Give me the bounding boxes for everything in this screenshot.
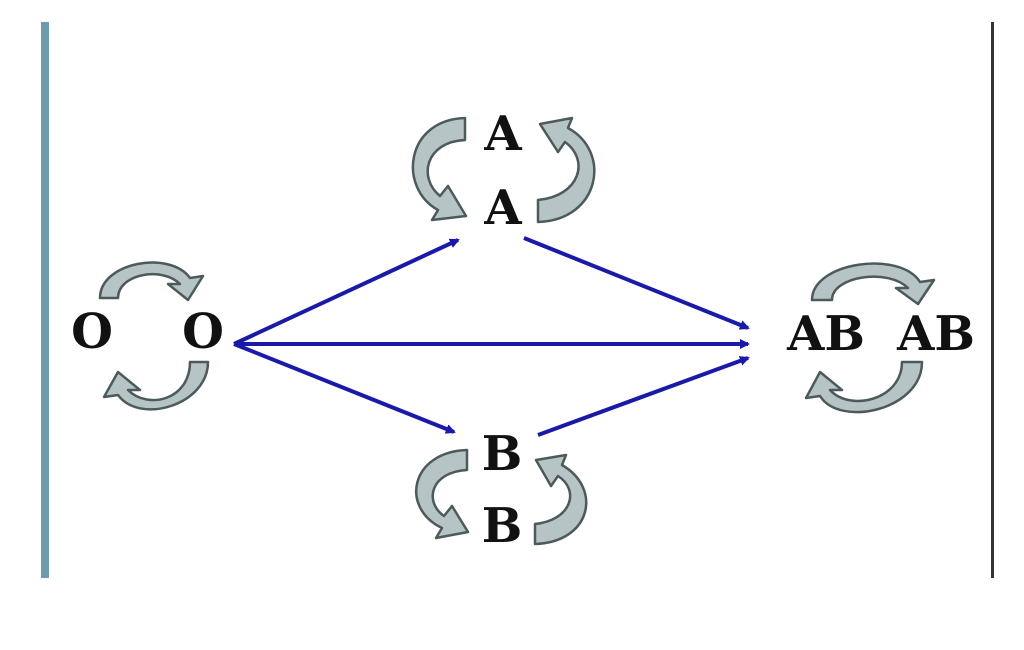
left-border [41,22,49,578]
arrow-o-to-b [233,342,456,434]
ab-cluster: AB AB [786,262,975,414]
node-a-bottom: A [483,180,522,236]
node-a-top: A [483,106,522,162]
cycle-arrow-icon [536,116,596,224]
arrow-b-to-ab [537,356,750,437]
flow-arrows [233,236,750,437]
a-cluster: A A [411,106,596,236]
o-cluster: O O [71,261,224,411]
cycle-arrow-icon [411,116,468,222]
node-o-right: O [182,304,224,360]
arrow-o-to-a [233,238,460,346]
node-ab-left: AB [786,306,865,362]
node-b-top: B [482,426,523,482]
node-o-left: O [71,304,113,360]
right-border [991,22,994,578]
cycle-arrow-icon [415,448,470,540]
node-b-bottom: B [482,498,523,554]
cycle-arrow-icon [804,360,924,414]
arrow-a-to-ab [523,236,750,330]
cycle-arrow-icon [102,360,210,411]
b-cluster: B B [415,426,588,554]
cycle-arrow-icon [810,262,936,306]
node-ab-right: AB [896,306,975,362]
cycle-arrow-icon [98,261,205,302]
cycle-arrow-icon [533,453,588,546]
